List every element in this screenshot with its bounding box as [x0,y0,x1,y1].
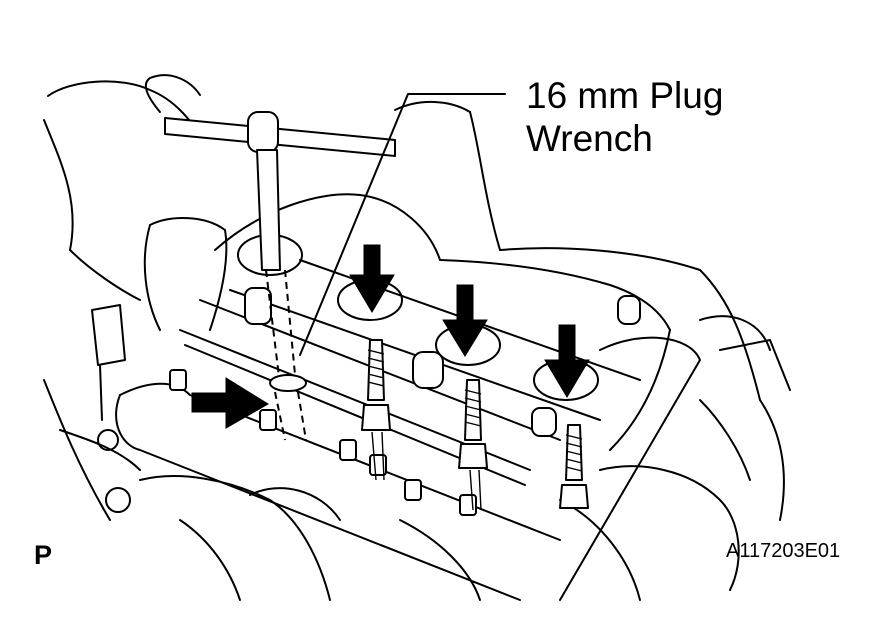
figure-code: A117203E01 [726,540,841,562]
callout-line-2: Wrench [526,118,653,159]
down-arrow-icon [349,244,395,313]
spark-plug-2 [458,379,488,511]
callout-leader [299,93,506,356]
hands [144,74,751,481]
spark-plug-1 [361,339,391,481]
delivery-pipe [115,336,701,601]
right-arrow-icon [191,377,269,429]
down-arrow-icon [442,284,488,357]
spark-plug-3 [559,424,589,509]
tool-callout-label: 16 mm Plug Wrench [526,74,723,160]
down-arrow-icon [544,324,590,398]
callout-line-1: 16 mm Plug [526,75,724,116]
corner-mark: P [34,540,53,570]
plug-wrench [164,111,396,441]
